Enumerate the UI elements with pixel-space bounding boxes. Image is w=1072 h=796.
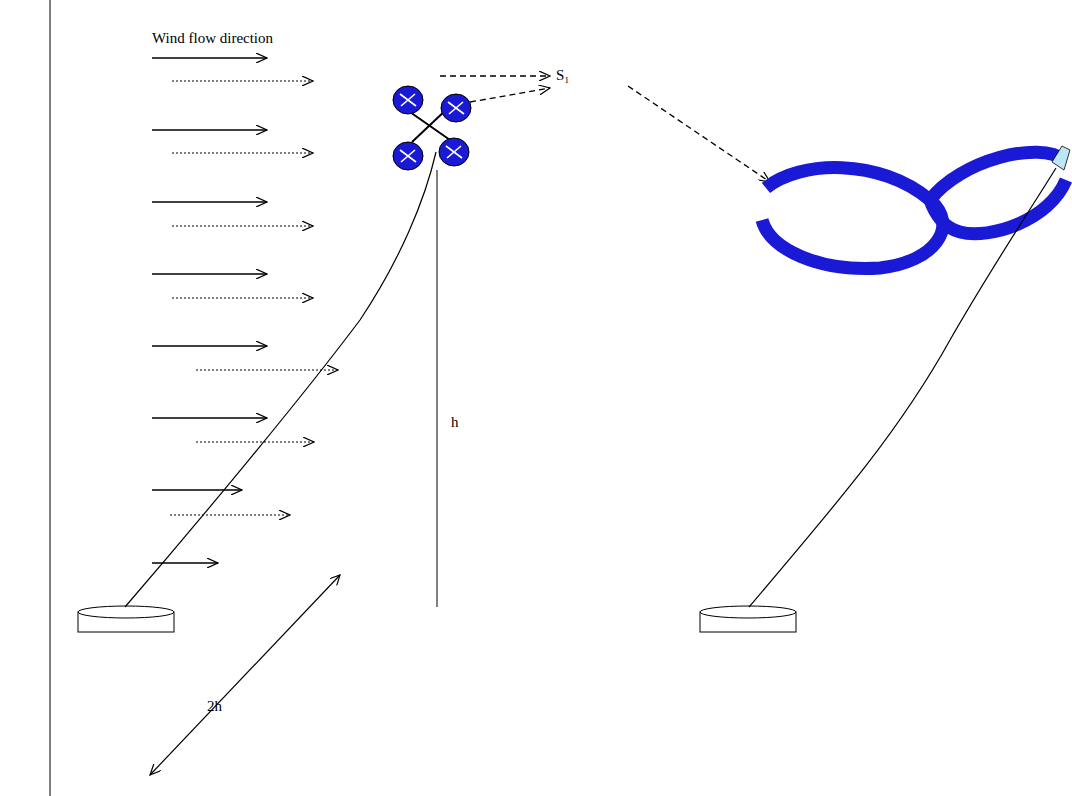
dimension-label: 2h [207,698,222,715]
dimension-label: h [451,414,459,431]
wind-arrows [152,58,267,563]
tether [125,152,436,607]
ground-station [78,606,174,632]
heading-label: Wind flow direction [152,30,273,47]
wind-arrows-dotted [170,81,338,515]
tether [749,168,1056,607]
ground-station [700,606,796,632]
quadcopter [393,86,471,170]
figure-eight-path [762,152,1066,268]
kite [1052,146,1070,170]
frame-line [50,0,51,796]
height-line [437,170,438,607]
point-label: S₁ [556,67,570,84]
dimension-arrow [150,575,340,775]
flow-arrows [440,76,770,182]
